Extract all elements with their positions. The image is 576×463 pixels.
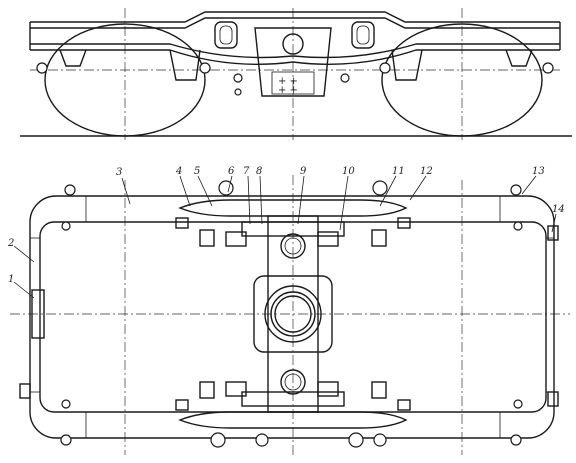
bolt bbox=[199, 62, 211, 74]
spring-cap bbox=[210, 432, 226, 448]
corner-bolt bbox=[513, 221, 523, 231]
spring-cap bbox=[348, 432, 364, 448]
frame-top-chord-inner bbox=[30, 17, 560, 29]
corner-bolt bbox=[60, 434, 72, 446]
equalizer-bottom bbox=[178, 411, 408, 429]
spring-cap bbox=[373, 433, 387, 447]
callout-6: 6 bbox=[228, 166, 235, 177]
callout-11: 11 bbox=[392, 166, 405, 177]
callout-8: 8 bbox=[256, 166, 262, 177]
corner-bolt bbox=[64, 184, 76, 196]
corner-bolt bbox=[513, 399, 523, 409]
spring-cap bbox=[218, 180, 234, 196]
center-pivot-housing bbox=[253, 275, 333, 353]
bolt bbox=[234, 88, 242, 96]
callout-12: 12 bbox=[420, 166, 433, 177]
end-plate bbox=[31, 289, 45, 339]
equalizer-top bbox=[178, 199, 408, 217]
cross-tie-top bbox=[241, 221, 345, 237]
callout-1: 1 bbox=[8, 274, 14, 285]
bolt bbox=[36, 62, 48, 74]
svg-text:+ +: + + bbox=[278, 76, 298, 87]
end-pad bbox=[547, 391, 559, 407]
callout-leaders bbox=[13, 175, 557, 299]
callout-14: 14 bbox=[552, 204, 565, 215]
wheel-right bbox=[381, 23, 543, 137]
bolster-plate bbox=[271, 71, 315, 95]
bolt bbox=[542, 62, 554, 74]
callout-13: 13 bbox=[532, 166, 545, 177]
hanger-row-top bbox=[175, 217, 411, 247]
spring-cap bbox=[372, 180, 388, 196]
callout-7: 7 bbox=[243, 166, 250, 177]
corner-bolt bbox=[510, 434, 522, 446]
frame-bottom-arch-inner bbox=[30, 49, 560, 65]
end-pad bbox=[19, 383, 31, 399]
cross-tie-bottom bbox=[241, 391, 345, 407]
bracket-right-inner bbox=[391, 49, 423, 81]
corner-bolt bbox=[61, 221, 71, 231]
spring-cap bbox=[255, 433, 269, 447]
central-bolster bbox=[254, 27, 332, 97]
frame-top-chord bbox=[30, 11, 560, 23]
frame-outer bbox=[29, 195, 555, 439]
callout-3: 3 bbox=[116, 167, 122, 178]
plan-view bbox=[10, 175, 570, 458]
frame-bottom-arch bbox=[30, 43, 560, 59]
bolster-beam bbox=[267, 215, 319, 413]
bracket-right-outer bbox=[505, 49, 533, 67]
svg-text:+ +: + + bbox=[278, 85, 298, 96]
side-bearing-top bbox=[280, 233, 306, 259]
corner-bolt bbox=[61, 399, 71, 409]
wheel-left bbox=[44, 23, 206, 137]
center-pivot-ring bbox=[264, 285, 322, 343]
corner-bolt bbox=[510, 184, 522, 196]
spring-box-left bbox=[214, 21, 238, 49]
hanger-row-bottom bbox=[175, 381, 411, 411]
bracket-left-inner bbox=[169, 49, 201, 81]
callout-4: 4 bbox=[175, 166, 182, 177]
spring-box-right bbox=[351, 21, 375, 49]
bolt bbox=[379, 62, 391, 74]
side-elevation: + + + + bbox=[20, 8, 572, 140]
bolt bbox=[233, 73, 243, 83]
callout-9: 9 bbox=[300, 166, 307, 177]
bracket-left-outer bbox=[59, 49, 87, 67]
callout-10: 10 bbox=[342, 166, 355, 177]
callout-labels: 1 2 3 4 5 6 7 8 9 10 11 12 13 14 bbox=[7, 166, 565, 285]
side-bearing-bottom bbox=[280, 369, 306, 395]
callout-5: 5 bbox=[194, 166, 200, 177]
center-pivot bbox=[282, 33, 304, 55]
callout-2: 2 bbox=[7, 238, 14, 249]
bolt bbox=[340, 73, 350, 83]
